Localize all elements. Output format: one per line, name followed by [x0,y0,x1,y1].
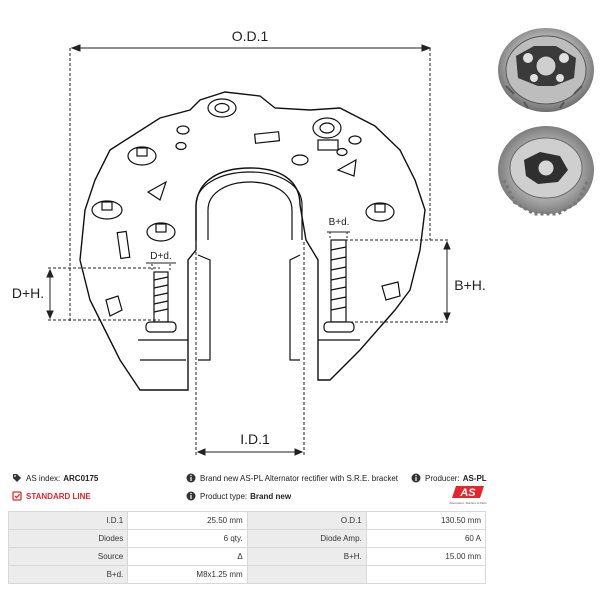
spec-value: 60 A [365,529,487,548]
info-icon [186,473,196,483]
description-row: Brand new AS-PL Alternator rectifier wit… [186,473,398,483]
spec-value: 130.50 mm [365,511,487,530]
dd-dimension [146,262,176,272]
spec-value [365,565,487,584]
as-index-row: AS index: ARC0175 [12,473,98,483]
bh-dimension [345,239,451,323]
info-icon [186,491,196,501]
standard-line-label: STANDARD LINE [26,491,91,501]
spec-label: Diode Amp. [246,529,367,548]
spec-value: 15.00 mm [365,547,487,566]
producer-row: Producer: AS-PL [411,473,487,483]
body-details [91,98,401,361]
id-label: I.D.1 [240,431,270,447]
info-icon [411,473,421,483]
right-bolt [323,239,355,333]
spec-label: B+d. [7,565,129,584]
spec-label: Diodes [7,529,129,548]
spec-label [246,565,367,584]
bh-label: B+H. [454,277,486,293]
od-dimension [69,44,432,322]
id-dimension [195,242,305,456]
brand-logo-text: AS [459,487,476,499]
spec-label: B+H. [246,547,367,566]
as-index-value: ARC0175 [63,473,99,483]
spec-value: 25.50 mm [127,511,248,530]
check-square-icon [12,491,22,501]
spec-label: Source [7,547,129,566]
spec-value: Δ [127,547,248,566]
left-bolt [145,271,177,333]
brand-logo: AS Alternators, Starters & Parts [449,486,487,505]
dh-label: D+H. [12,285,44,301]
description-text: Brand new AS-PL Alternator rectifier wit… [200,473,399,483]
producer-value: AS-PL [462,473,487,483]
rectifier-body [79,91,426,391]
standard-line-row: STANDARD LINE [12,491,91,501]
spec-value: M8x1.25 mm [127,565,248,584]
product-photo-top [498,28,594,112]
as-index-label: AS index: [26,473,61,483]
spec-label: I.D.1 [7,511,129,530]
product-type-row: Product type: Brand new [186,491,291,501]
table-row: B+d.M8x1.25 mm [7,565,487,584]
bd-label: B+d. [329,217,350,228]
producer-label: Producer: [425,473,460,483]
tag-icon [13,474,21,482]
rectifier-drawing: O.D.1 [12,28,486,456]
spec-label: O.D.1 [246,511,367,530]
spec-value: 6 qty. [127,529,248,548]
product-type-value: Brand new [250,491,292,501]
bd-dimension [327,231,350,240]
product-type-label: Product type: [200,491,248,501]
od-label: O.D.1 [232,28,269,44]
dh-dimension [46,267,160,321]
brand-logo-tagline: Alternators, Starters & Parts [449,501,487,505]
product-photo-bottom [498,126,594,216]
dd-label: D+d. [150,251,171,262]
